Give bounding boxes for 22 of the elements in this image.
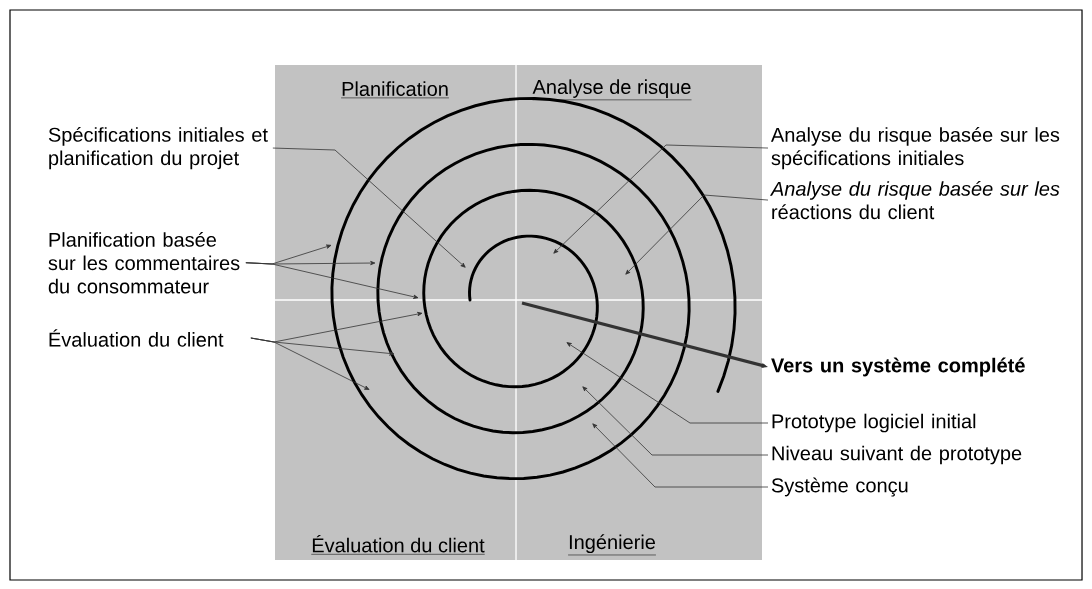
arrow [521,301,768,368]
leader-line [250,337,370,390]
label-text: Système conçu [771,477,908,497]
quadrant-title: Planification [340,81,450,99]
leader-line [566,342,769,424]
leader-line [592,423,769,488]
label-text: Spécifications initiales et planification du projet [48,126,268,170]
label-text: Vers un système complété [771,357,1025,377]
label-text: Planification basée sur les commentaires du consommateur [48,231,240,294]
quadrant-title: Analyse de risque [532,79,692,101]
label-text: Analyse du risque basée sur les spécifications initiales [771,126,1060,170]
leader-line [272,147,466,268]
quadrant-title: Ingénierie [567,534,657,556]
leader-line [582,386,769,456]
leader-line [553,144,769,254]
label-text: Analyse du risque basée sur les réactions du client [769,180,1060,220]
quadrant-title: Évaluation du client [311,534,485,555]
label-text: Niveau suivant de prototype [772,445,1022,465]
label-text: Évaluation du client [49,329,224,347]
leader-line [245,262,419,299]
label-text: Prototype logiciel initial [772,413,976,433]
leader-line [625,194,769,275]
